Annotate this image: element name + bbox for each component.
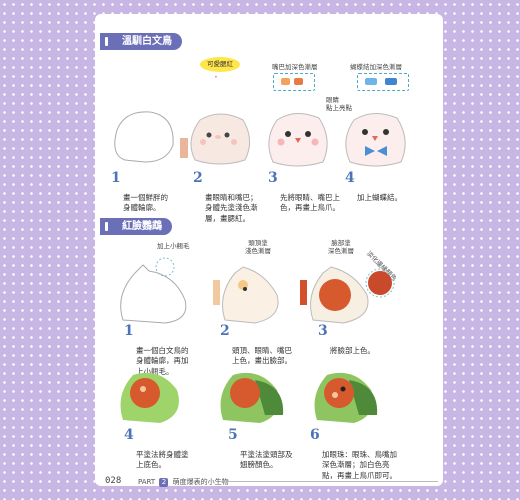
step-2-5: 5 平塗法塗頭部及 翅膀顏色。 bbox=[228, 427, 293, 471]
step-2-4: 4 平塗法將身體塗 上底色。 bbox=[124, 427, 189, 471]
bird2-eye-right bbox=[224, 132, 230, 138]
bird1-swatch bbox=[180, 138, 188, 158]
bird2-eye-left bbox=[206, 132, 212, 138]
bird4-eye-right bbox=[383, 129, 389, 135]
lovebird5-face bbox=[230, 378, 260, 408]
callout-eye-highlight: 眼睛 點上亮點 bbox=[326, 96, 352, 112]
callout-bubble-blush: 可愛腮紅 bbox=[200, 57, 240, 72]
step-text: 平塗法將身體塗 上底色。 bbox=[136, 450, 189, 470]
feather-highlight-circle bbox=[155, 257, 175, 277]
lovebird6-face bbox=[324, 378, 354, 408]
bow-swatch-2 bbox=[385, 78, 397, 85]
step-2-6: 6 加眼珠：眼珠、鳥嘴加 深色漸層；加白色亮 點，再畫上鳥爪即可。 bbox=[310, 427, 397, 481]
chapter-title: 萌度爆表的小生物 bbox=[172, 478, 229, 486]
step-text: 頭頂、眼睛、嘴巴 上色，畫出臉部。 bbox=[232, 346, 292, 366]
step-text: 畫一個白文鳥的 身體輪廓，再加 上小翹毛。 bbox=[136, 346, 189, 376]
section-title-text: 紅臉鸚鵡 bbox=[122, 221, 162, 232]
lovebird6-beak bbox=[332, 392, 338, 398]
callout-bow: 蝴蝶結加深色漸層 bbox=[350, 63, 402, 71]
bird3-blush-right bbox=[311, 138, 319, 146]
step-text: 先將眼睛、嘴巴上 色，再畫上鳥爪。 bbox=[280, 193, 340, 213]
lovebird3-detail-zoom bbox=[368, 271, 392, 295]
step-text: 將臉部上色。 bbox=[330, 346, 375, 356]
section-title-text: 溫馴白文鳥 bbox=[122, 36, 172, 47]
callout-face-gradient: 臉部塗 深色漸層 bbox=[328, 239, 354, 255]
step-text: 畫眼睛和嘴巴； 身體先塗淺色漸 層，畫腮紅。 bbox=[205, 193, 258, 223]
bird3-blush-left bbox=[277, 138, 285, 146]
title-bar-marker bbox=[105, 222, 108, 231]
section-title-white-bird: 溫馴白文鳥 bbox=[100, 33, 182, 50]
footer-divider bbox=[220, 481, 438, 482]
bird4-eye-left bbox=[362, 129, 368, 135]
step-text: 畫一個鮮胖的 身體輪廓。 bbox=[123, 193, 168, 213]
section-title-lovebird: 紅臉鸚鵡 bbox=[100, 218, 172, 235]
lovebird4-beak bbox=[140, 386, 146, 392]
part-number: 2 bbox=[159, 478, 169, 487]
step-number: 1 bbox=[124, 323, 134, 339]
step-number: 4 bbox=[345, 170, 355, 186]
step-number: 4 bbox=[124, 427, 134, 443]
title-bar-marker bbox=[105, 37, 108, 46]
bird2-blush-left bbox=[200, 139, 206, 145]
bird4-beak bbox=[372, 136, 378, 141]
page-number: 028 bbox=[105, 476, 122, 486]
callout-feather: 加上小翹毛 bbox=[157, 242, 190, 250]
step-text: 平塗法塗頭部及 翅膀顏色。 bbox=[240, 450, 293, 470]
step-number: 3 bbox=[268, 170, 278, 186]
bow-gradient-box bbox=[357, 73, 409, 91]
bird3-eye-right bbox=[305, 131, 311, 137]
step-2-3: 3 將臉部上色。 bbox=[318, 323, 375, 356]
part-label: PART bbox=[138, 478, 156, 486]
step-1-3: 3 先將眼睛、嘴巴上 色，再畫上鳥爪。 bbox=[268, 170, 340, 214]
bird3-eye-left bbox=[285, 131, 291, 137]
lovebird6-eye bbox=[340, 386, 346, 392]
bow-swatch-1 bbox=[365, 78, 377, 85]
step-number: 2 bbox=[193, 170, 203, 186]
lovebird4-face bbox=[130, 378, 160, 408]
callout-head-gradient: 頭頂塗 淺色漸層 bbox=[245, 239, 271, 255]
step-2-1: 1 畫一個白文鳥的 身體輪廓，再加 上小翹毛。 bbox=[124, 323, 189, 377]
lovebird3-face bbox=[319, 279, 351, 311]
lovebird-row2-illustrations bbox=[120, 372, 378, 423]
beak-swatch-1 bbox=[281, 78, 290, 85]
lovebird2-eye bbox=[243, 287, 247, 291]
bird1-outline bbox=[114, 111, 174, 163]
step-text: 加眼珠：眼珠、鳥嘴加 深色漸層；加白色亮 點，再畫上鳥爪即可。 bbox=[322, 450, 397, 480]
bird4-bow bbox=[365, 146, 387, 156]
beak-gradient-box bbox=[273, 73, 315, 91]
zoom-circle bbox=[365, 268, 395, 298]
step-number: 5 bbox=[228, 427, 238, 443]
step-number: 2 bbox=[220, 323, 230, 339]
step-1-2: 2 畫眼睛和嘴巴； 身體先塗淺色漸 層，畫腮紅。 bbox=[193, 170, 258, 224]
bird3-beak bbox=[295, 138, 301, 143]
lovebird6-wing bbox=[349, 380, 378, 415]
step-number: 3 bbox=[318, 323, 328, 339]
callout-beak: 嘴巴加深色漸層 bbox=[272, 63, 318, 71]
lovebird3-swatch bbox=[300, 280, 307, 305]
step-text: 加上蝴蝶結。 bbox=[357, 193, 402, 203]
step-1-1: 1 畫一個鮮胖的 身體輪廓。 bbox=[111, 170, 168, 214]
lovebird2-body bbox=[222, 266, 279, 324]
step-1-4: 4 加上蝴蝶結。 bbox=[345, 170, 402, 203]
beak-swatch-2 bbox=[294, 78, 303, 85]
lovebird2-swatch bbox=[213, 280, 220, 305]
bird2-blush-right bbox=[231, 139, 237, 145]
lovebird-row1-illustrations bbox=[120, 257, 395, 324]
lovebird5-wing bbox=[255, 380, 284, 415]
bird2-beak bbox=[215, 135, 221, 139]
footer-part: PART 2 萌度爆表的小生物 bbox=[138, 477, 229, 487]
step-2-2: 2 頭頂、眼睛、嘴巴 上色，畫出臉部。 bbox=[220, 323, 292, 367]
bubble-text: 可愛腮紅 bbox=[207, 60, 233, 68]
step-number: 1 bbox=[111, 170, 121, 186]
step-number: 6 bbox=[310, 427, 320, 443]
white-bird-illustrations bbox=[114, 111, 406, 167]
bird2-body bbox=[190, 113, 250, 165]
blush-dot: • bbox=[214, 73, 218, 81]
lovebird1-outline bbox=[120, 264, 187, 324]
